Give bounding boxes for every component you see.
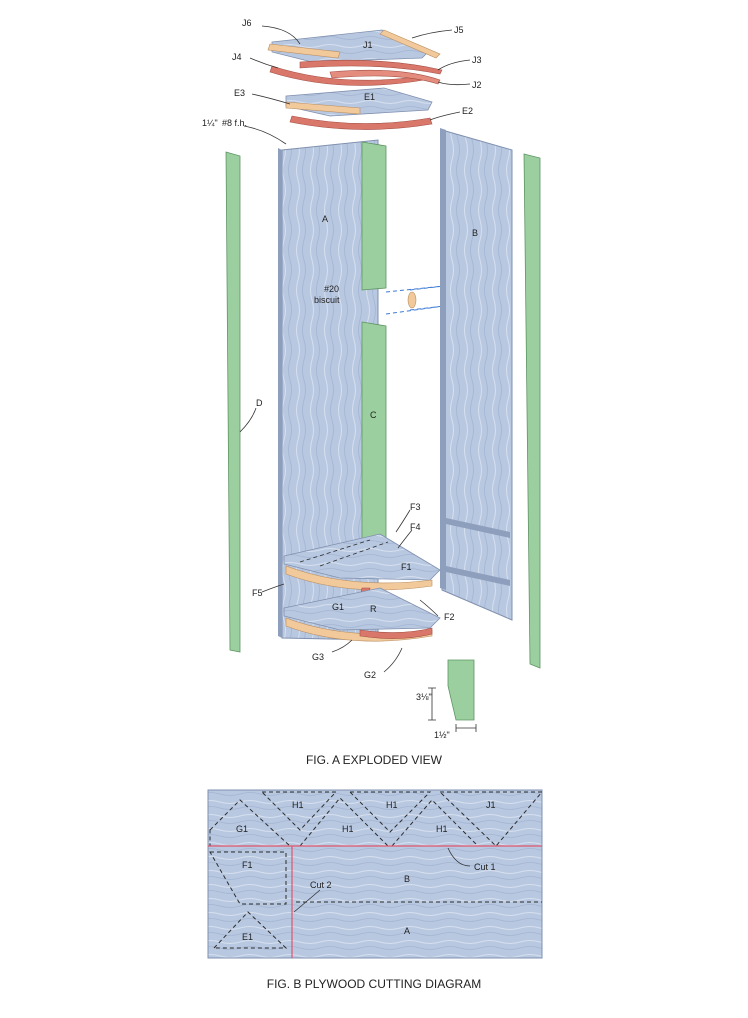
label-f3: F3 [410,502,421,512]
part-g1-shelf [283,587,441,631]
label-j3: J3 [472,55,482,65]
label-h1-b: H1 [386,800,398,810]
label-c: C [370,410,377,420]
side-panel-b-edge [440,128,446,590]
caption-fig-a: FIG. A EXPLODED VIEW [306,753,443,767]
middle-assembly-e [285,87,433,130]
label-g3: G3 [312,652,324,662]
leader-lines [239,25,471,673]
label-e1: E1 [364,92,375,102]
label-biscuit: biscuit [314,295,340,305]
cut-outline-j1 [438,791,544,847]
leg-taper-detail [428,659,477,732]
stile-c-lower [361,321,387,547]
label-g1: G1 [332,602,344,612]
panel-b-dado-lower [446,566,510,586]
label-h1-d: H1 [436,824,448,834]
cut-outline-e1 [212,911,288,949]
cut-outline-h1-a [260,791,338,831]
label-screw-size: 1¼" [202,118,218,128]
shelf-f [283,533,441,591]
label-d: D [256,398,263,408]
panel-b-dado-upper [446,518,510,538]
cut-outline-h1-b [298,797,390,847]
label-j6: J6 [242,18,252,28]
part-j1-top [271,29,431,63]
label-e1: E1 [242,932,253,942]
label-dim-width: 1½" [434,730,450,740]
side-panel-a-edge [278,148,282,638]
cut-outline-h1-c [348,791,432,833]
label-biscuit-number: #20 [324,284,339,294]
leg-d-left [225,151,241,653]
label-screw-spec: #8 f.h. [222,118,247,128]
part-j3-rail [299,59,443,75]
label-a: A [404,926,410,936]
part-j5-rail [379,29,441,59]
stile-c-upper [361,141,387,291]
label-f2: F2 [444,612,455,622]
label-j1: J1 [486,800,496,810]
part-f5-rail [285,565,433,591]
label-a: A [322,214,328,224]
part-j6-rail [267,43,341,59]
part-e3-rail [285,101,361,115]
cut-outline-g1 [209,799,292,847]
leg-right [523,153,541,669]
label-f5: F5 [252,588,263,598]
label-j4: J4 [232,52,242,62]
shelf-g [283,587,441,642]
label-g2: G2 [364,670,376,680]
label-h1-c: H1 [342,824,354,834]
label-f4: F4 [410,522,421,532]
label-dim-height: 3⅛" [416,692,432,702]
label-j1: J1 [363,40,373,50]
biscuit-icon [407,291,417,309]
exploded-view: J6 J5 J1 J4 J3 J2 E3 E1 E2 1¼" #8 f.h. A… [202,18,541,767]
top-assembly-j [267,29,443,86]
label-j5: J5 [454,25,464,35]
cut-outline-f1 [209,851,287,905]
label-j2: J2 [472,80,482,90]
label-g1: G1 [236,824,248,834]
leg-detail-shape [447,659,475,721]
part-j2-rail [329,69,441,85]
label-h1-a: H1 [292,800,304,810]
side-panel-b [441,129,513,621]
caption-fig-b: FIG. B PLYWOOD CUTTING DIAGRAM [267,977,481,991]
biscuit-joint [385,285,445,315]
plywood-sheet [207,789,543,959]
part-g2-rail [359,627,433,639]
label-cut-1: Cut 1 [474,862,496,872]
label-cut-2: Cut 2 [310,880,332,890]
label-b: B [404,874,410,884]
label-f1: F1 [401,562,412,572]
label-e2: E2 [462,106,473,116]
label-e3: E3 [234,88,245,98]
label-r: R [370,604,377,614]
label-f1: F1 [242,860,253,870]
cutting-diagram: H1 H1 J1 G1 H1 H1 F1 Cut 1 B Cut 2 A E1 … [207,789,544,991]
part-e2-rail [289,115,433,130]
label-b: B [472,228,478,238]
